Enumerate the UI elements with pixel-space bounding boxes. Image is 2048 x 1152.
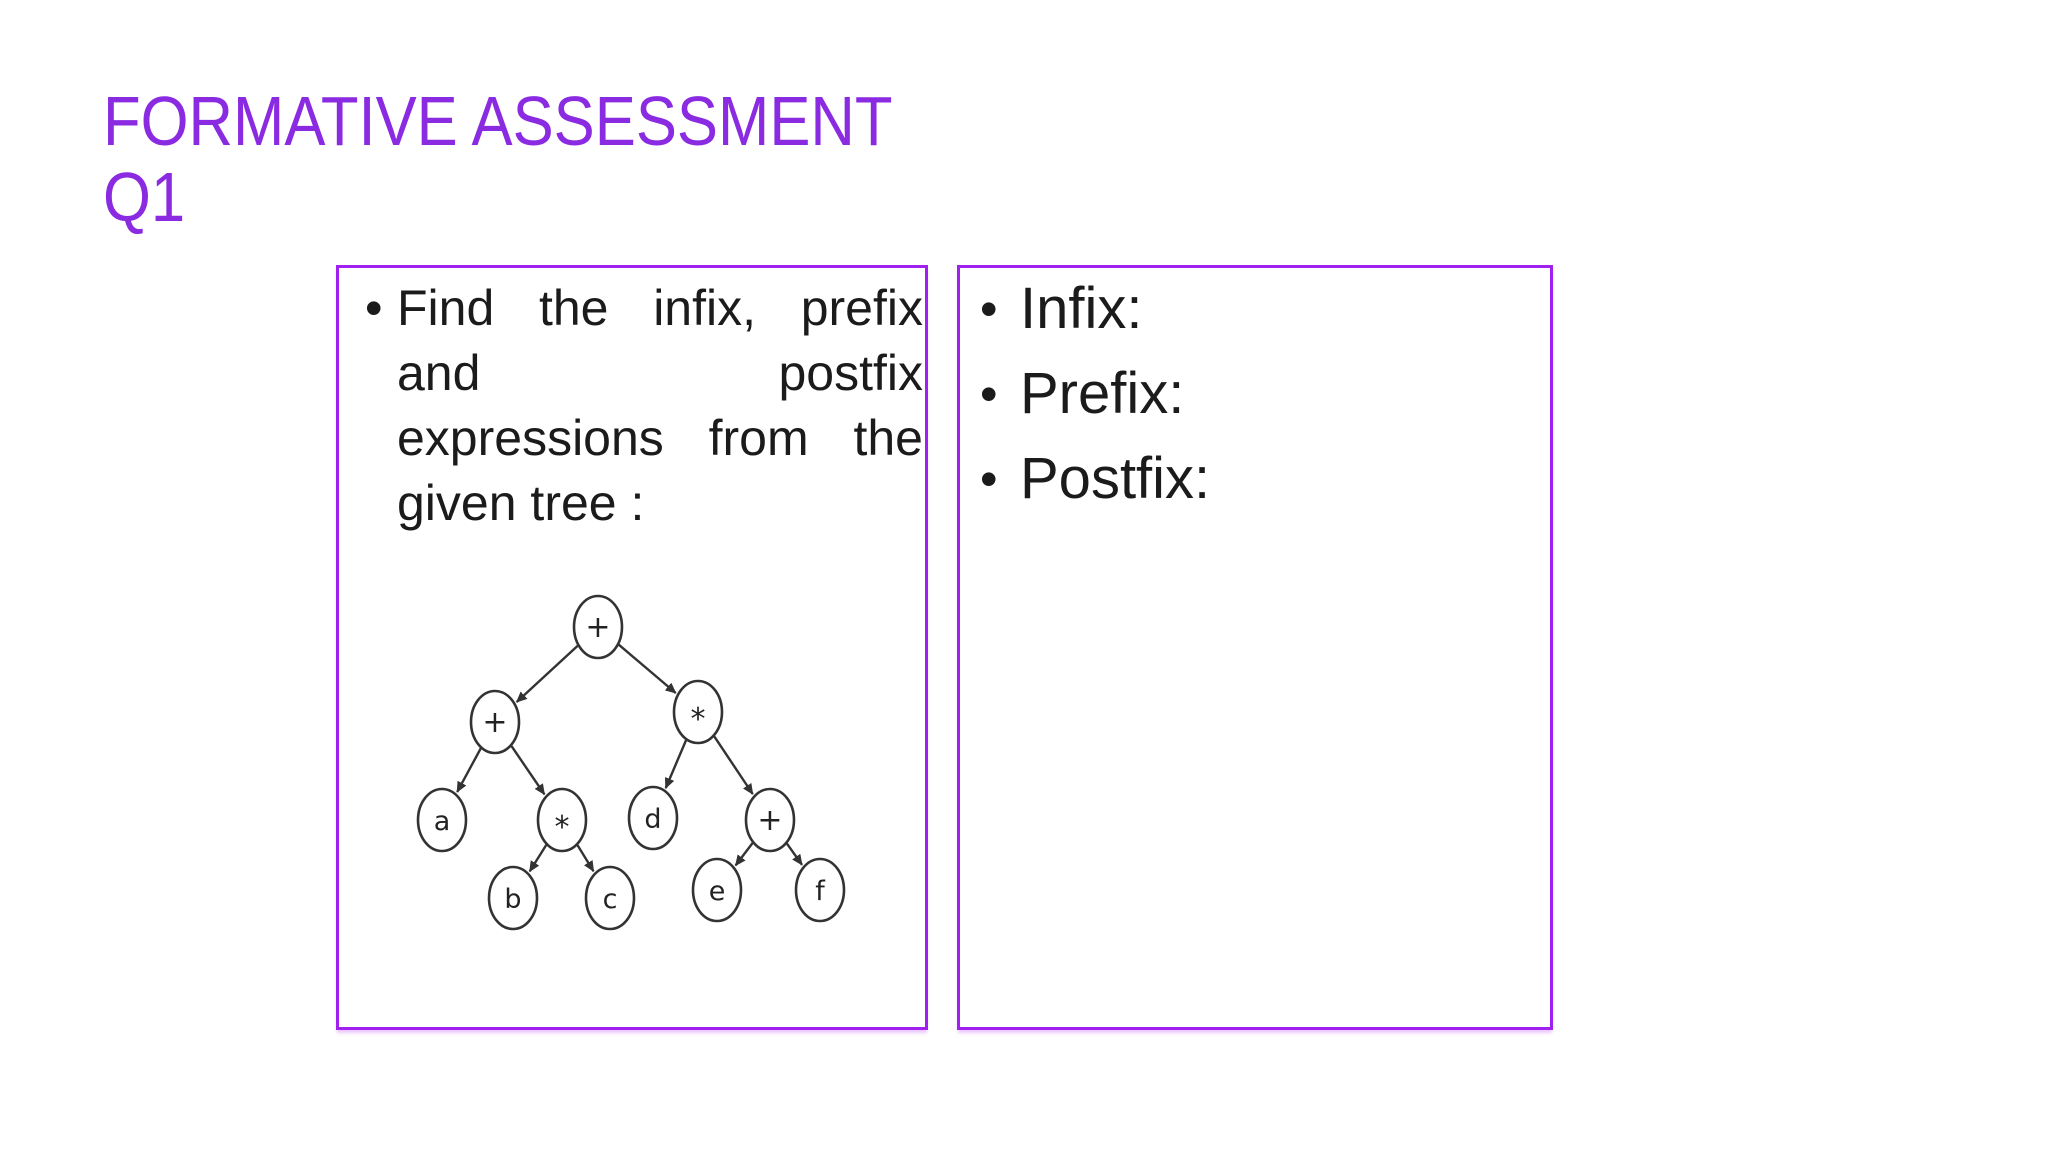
tree-node-label: *	[555, 810, 570, 845]
tree-node-label: f	[815, 876, 826, 907]
tree-edge	[576, 844, 595, 873]
tree-node-label: b	[504, 884, 521, 915]
question-box: • Find the infix, prefix and postfix exp…	[336, 265, 928, 1030]
tree-edge	[713, 735, 754, 795]
answer-box: • Infix: • Prefix: • Postfix:	[957, 265, 1553, 1030]
expression-tree-diagram: + + * a * d + b c e f	[416, 594, 846, 931]
answer-label: Postfix:	[1020, 446, 1211, 511]
question-bullet-row: • Find the infix, prefix and postfix exp…	[339, 268, 925, 536]
answer-item-infix: • Infix:	[980, 278, 1542, 340]
tree-node-f: f	[794, 857, 846, 923]
tree-node-b: b	[487, 865, 539, 931]
tree-node-plus: +	[572, 594, 624, 660]
tree-node-label: c	[603, 884, 618, 915]
answer-item-prefix: • Prefix:	[980, 363, 1542, 425]
tree-edge	[510, 745, 546, 796]
tree-edges	[456, 643, 803, 873]
tree-node-d: d	[627, 785, 679, 851]
tree-node-star: *	[536, 787, 588, 853]
tree-node-label: e	[709, 876, 726, 907]
tree-edge	[528, 844, 548, 873]
answer-item-postfix: • Postfix:	[980, 448, 1542, 510]
tree-node-label: +	[482, 705, 507, 740]
tree-edge	[734, 842, 754, 867]
tree-edge	[664, 739, 688, 790]
answer-label: Prefix:	[1020, 361, 1185, 426]
tree-edge	[785, 842, 803, 866]
tree-node-plus: +	[744, 787, 796, 853]
tree-edge	[515, 644, 579, 703]
tree-nodes: + + * a * d + b c e f	[416, 594, 846, 931]
bullet-icon: •	[980, 366, 998, 422]
answer-list: • Infix: • Prefix: • Postfix:	[960, 268, 1550, 510]
tree-node-plus: +	[469, 689, 521, 755]
bullet-icon: •	[365, 280, 383, 336]
question-text-line: expressions from the	[397, 410, 923, 466]
tree-node-label: d	[644, 804, 661, 835]
tree-edge	[618, 643, 677, 694]
slide-subtitle: Q1	[103, 158, 186, 236]
bullet-icon: •	[980, 281, 998, 337]
tree-node-label: +	[757, 803, 782, 838]
question-text-line: given tree :	[397, 475, 645, 531]
question-text: Find the infix, prefix and postfix expre…	[397, 276, 923, 536]
tree-node-label: a	[434, 806, 451, 837]
tree-edge	[456, 747, 482, 793]
tree-node-star: *	[672, 679, 724, 745]
slide-title-block: FORMATIVE ASSESSMENT Q1	[103, 83, 893, 235]
answer-label: Infix:	[1020, 276, 1143, 341]
tree-node-label: +	[585, 610, 610, 645]
tree-node-e: e	[691, 857, 743, 923]
bullet-icon: •	[980, 451, 998, 507]
tree-node-c: c	[584, 865, 636, 931]
tree-node-a: a	[416, 787, 468, 853]
question-text-line: Find the infix, prefix	[397, 280, 923, 336]
tree-node-label: *	[691, 702, 706, 737]
slide-title: FORMATIVE ASSESSMENT	[103, 82, 893, 160]
question-text-line: and postfix	[397, 345, 923, 401]
